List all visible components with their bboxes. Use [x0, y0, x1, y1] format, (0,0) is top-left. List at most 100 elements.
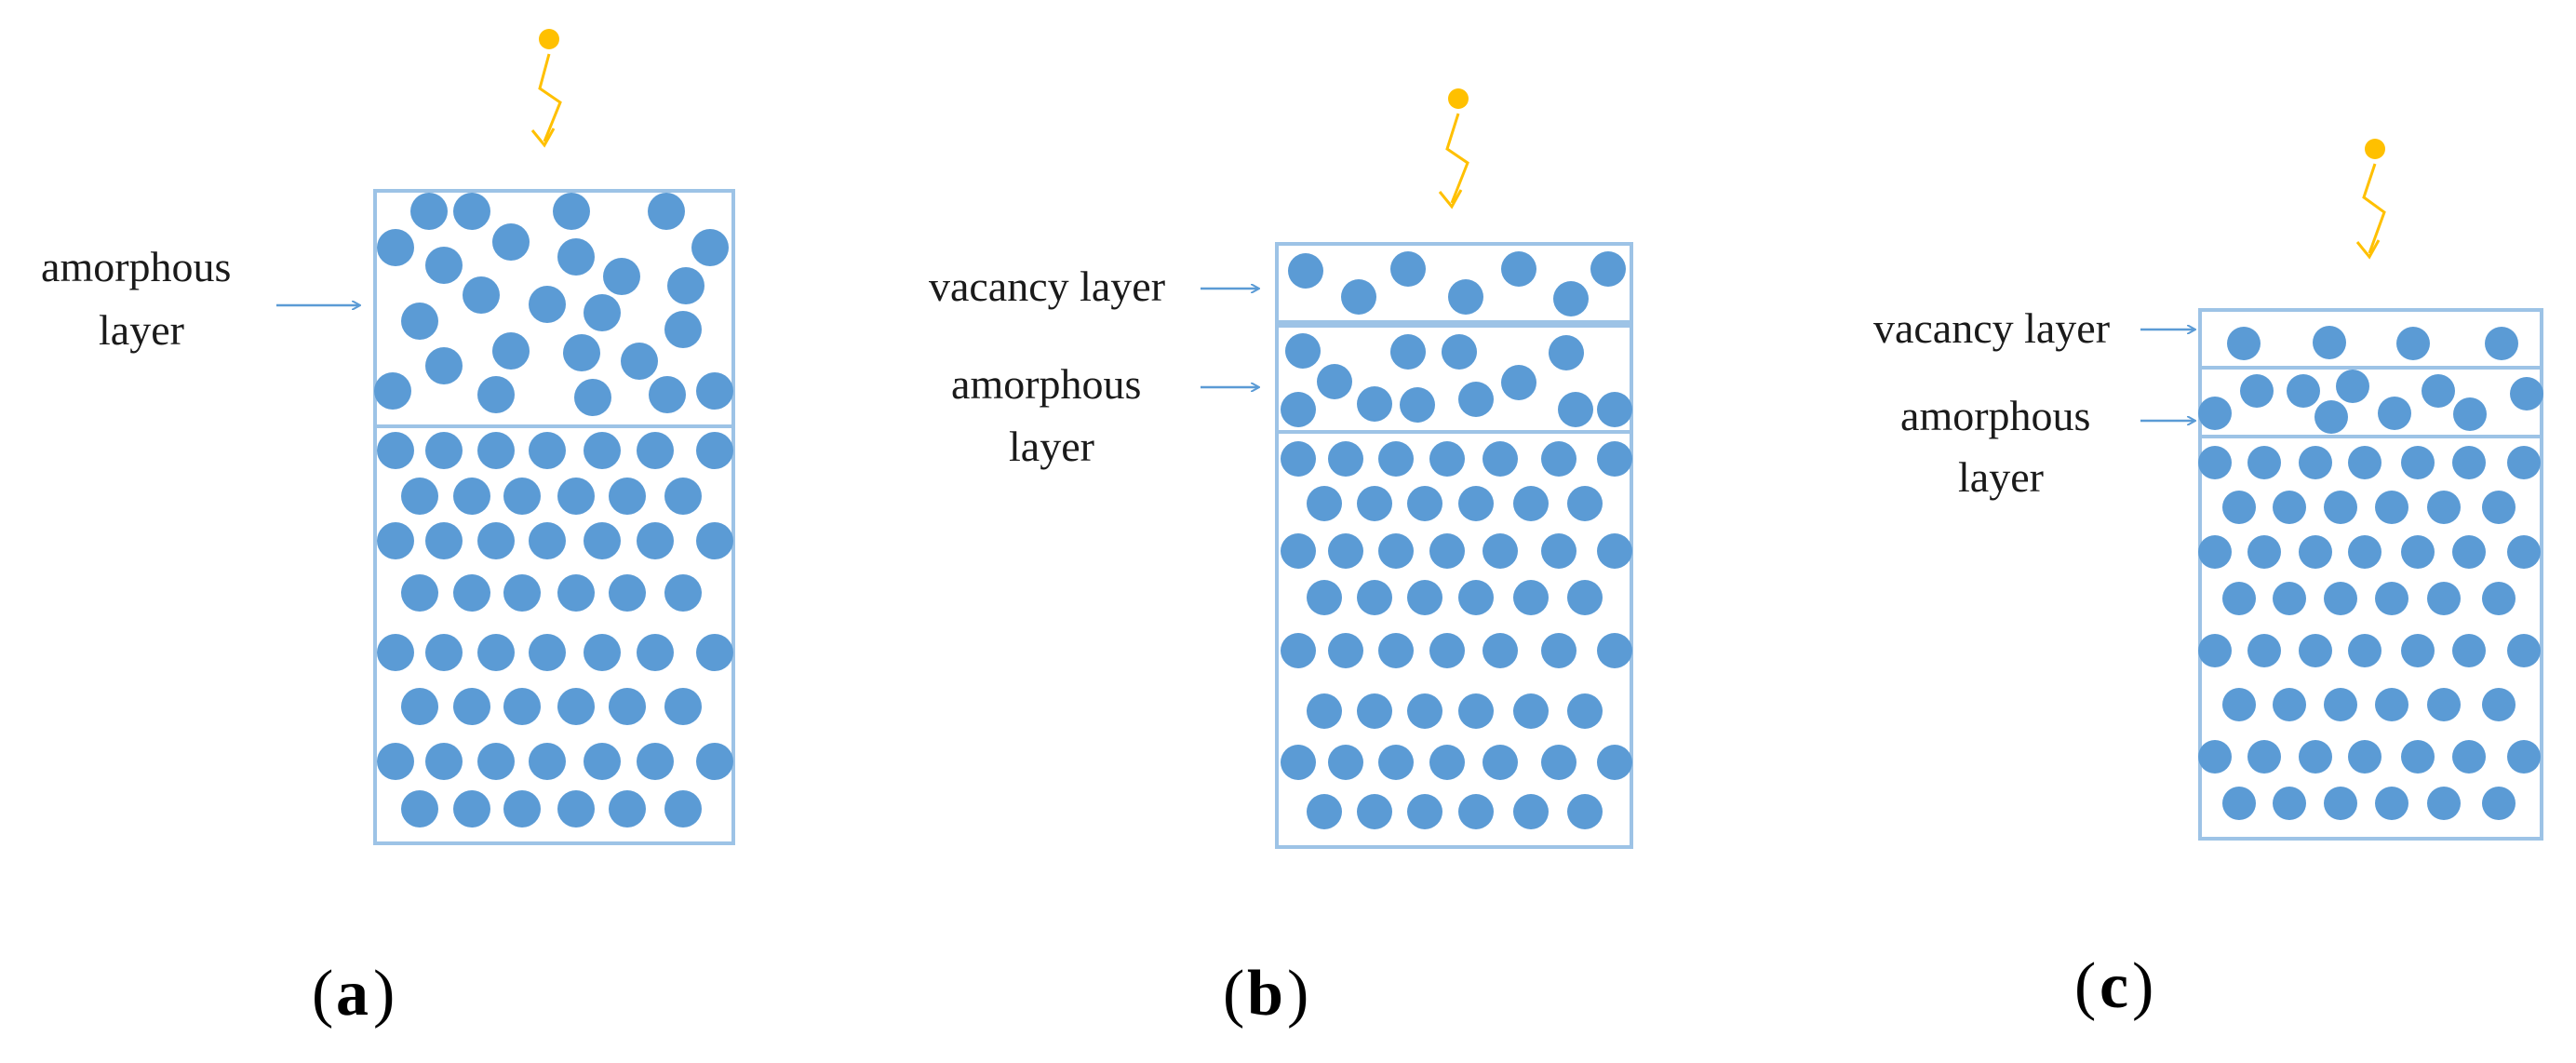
- atoms-group: [374, 193, 733, 828]
- particle-trajectory: [1445, 113, 1469, 204]
- lattice-atom: [2507, 740, 2541, 774]
- lattice-atom: [1407, 693, 1442, 729]
- lattice-atom: [584, 634, 621, 671]
- lattice-atom: [664, 478, 702, 515]
- amorphous-atom: [1442, 334, 1477, 370]
- lattice-atom: [2324, 688, 2357, 721]
- incident-particle: [530, 29, 562, 148]
- lattice-atom: [529, 432, 566, 469]
- lattice-atom: [1541, 533, 1576, 569]
- caption-c: ( c ): [2074, 950, 2153, 1022]
- lattice-atom: [2452, 535, 2486, 569]
- lattice-atom: [377, 743, 414, 780]
- lattice-atom: [696, 432, 733, 469]
- vacancy-layer-atom: [1501, 251, 1536, 287]
- lattice-atom: [2299, 740, 2332, 774]
- crystal-layer-box: [1275, 430, 1633, 849]
- vacancy-label: vacancy layer: [929, 262, 1165, 310]
- lattice-atom: [2482, 491, 2516, 524]
- lattice-atom: [2198, 740, 2232, 774]
- amorphous-atom: [1357, 386, 1392, 422]
- lattice-atom: [609, 790, 646, 828]
- lattice-atom: [664, 688, 702, 725]
- lattice-atom: [1328, 633, 1363, 668]
- caption-a: ( a ): [312, 958, 395, 1029]
- lattice-atom: [2299, 446, 2332, 479]
- lattice-atom: [1328, 441, 1363, 477]
- svg-text:b: b: [1247, 958, 1283, 1029]
- lattice-atom: [453, 574, 490, 612]
- amorphous-atom: [2287, 374, 2320, 408]
- lattice-atom: [477, 432, 515, 469]
- amorphous-atom: [492, 223, 530, 261]
- lattice-atom: [2198, 634, 2232, 667]
- lattice-atom: [1281, 533, 1316, 569]
- vacancy-layer-atom: [1448, 279, 1483, 315]
- lattice-atom: [1407, 580, 1442, 615]
- lattice-atom: [2247, 740, 2281, 774]
- lattice-atom: [1597, 745, 1632, 780]
- amorphous-atom: [1549, 335, 1584, 370]
- amorphous-atom: [1501, 365, 1536, 400]
- lattice-atom: [401, 478, 438, 515]
- lattice-atom: [1458, 693, 1494, 729]
- svg-text:): ): [2132, 950, 2153, 1022]
- particle-arrowhead: [530, 128, 556, 148]
- amorphous-atom: [649, 376, 686, 413]
- lattice-atom: [2222, 582, 2256, 615]
- lattice-atom: [1407, 486, 1442, 521]
- crystal-layer-box: [2198, 435, 2543, 841]
- lattice-atom: [503, 574, 541, 612]
- lattice-atom: [1567, 580, 1603, 615]
- lattice-atom: [1307, 486, 1342, 521]
- lattice-atom: [377, 522, 414, 559]
- lattice-atom: [2299, 634, 2332, 667]
- lattice-atom: [1513, 693, 1549, 729]
- lattice-atom: [1513, 486, 1549, 521]
- lattice-atom: [1357, 580, 1392, 615]
- lattice-atom: [1378, 745, 1414, 780]
- lattice-atom: [1513, 794, 1549, 829]
- svg-text:): ): [373, 958, 395, 1029]
- particle-dot: [2365, 139, 2385, 159]
- lattice-atom: [637, 432, 674, 469]
- amorphous-atom: [574, 379, 611, 416]
- lattice-atom: [2427, 787, 2461, 820]
- amorphous-atom: [1458, 382, 1494, 417]
- lattice-atom: [2401, 446, 2435, 479]
- lattice-atom: [2401, 634, 2435, 667]
- lattice-atom: [2247, 446, 2281, 479]
- amorphous-atom: [557, 238, 595, 276]
- lattice-atom: [425, 522, 463, 559]
- lattice-atom: [664, 574, 702, 612]
- svg-text:(: (: [2074, 950, 2096, 1022]
- vacancy-layer-atom: [1288, 253, 1323, 289]
- lattice-atom: [557, 574, 595, 612]
- amorphous-atom: [1281, 392, 1316, 427]
- lattice-atom: [2482, 582, 2516, 615]
- lattice-atom: [696, 634, 733, 671]
- lattice-atom: [2507, 446, 2541, 479]
- amorphous-atom: [1285, 333, 1321, 369]
- amorphous-atom: [603, 258, 640, 295]
- amorphous-atom: [1597, 392, 1632, 427]
- lattice-atom: [696, 522, 733, 559]
- lattice-atom: [1483, 633, 1518, 668]
- lattice-atom: [2452, 446, 2486, 479]
- svg-text:): ): [1287, 958, 1308, 1029]
- lattice-atom: [529, 522, 566, 559]
- lattice-atom: [453, 790, 490, 828]
- amorphous-atom: [2336, 370, 2369, 403]
- incident-particle: [2355, 139, 2386, 260]
- amorphous-atom: [374, 372, 411, 410]
- lattice-atom: [1328, 745, 1363, 780]
- lattice-atom: [2375, 582, 2408, 615]
- lattice-atom: [2222, 787, 2256, 820]
- lattice-atom: [2273, 582, 2306, 615]
- lattice-atom: [2452, 740, 2486, 774]
- vacancy-layer-atom: [2485, 327, 2518, 360]
- lattice-atom: [1513, 580, 1549, 615]
- lattice-atom: [584, 522, 621, 559]
- lattice-atom: [2427, 491, 2461, 524]
- lattice-atom: [401, 688, 438, 725]
